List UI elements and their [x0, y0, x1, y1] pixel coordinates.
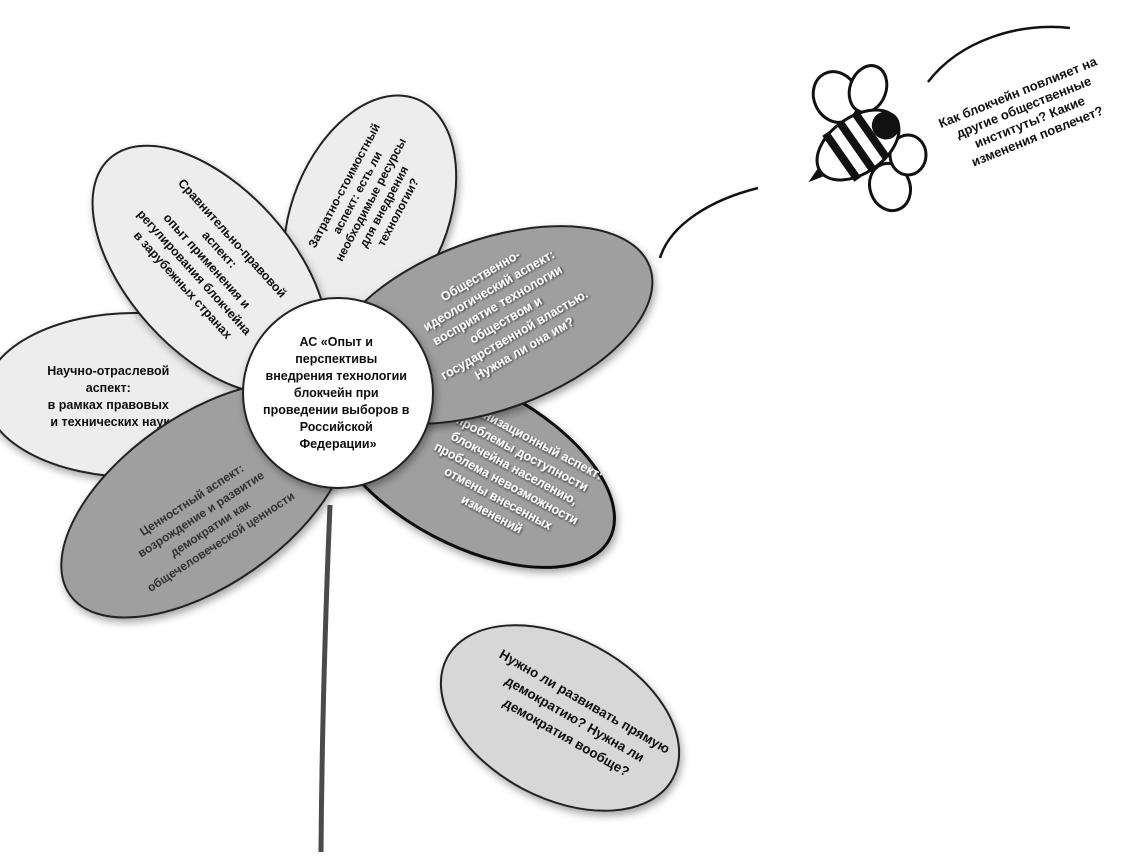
petal-science-line: аспект: [86, 381, 131, 395]
bee-question: Как блокчейн повлияет на другие обществе… [936, 52, 1120, 175]
petal-science-line: в рамках правовых [48, 398, 169, 412]
center-line: Российской [300, 420, 373, 434]
center-line: внедрения технологии [266, 369, 407, 383]
stem [321, 505, 330, 852]
question-bubble: Нужно ли развивать прямую демократию? Ну… [409, 587, 710, 848]
center-line: АС «Опыт и [300, 335, 373, 349]
center-line: проведении выборов в [263, 403, 410, 417]
center-line: перспективы [295, 352, 377, 366]
center-line: блокчейн при [294, 386, 379, 400]
petal-science-line: Научно-отраслевой [47, 364, 169, 378]
center-line: Федерации» [299, 437, 376, 451]
flower-center: АС «Опыт и перспективы внедрения техноло… [243, 298, 433, 488]
bee-icon [791, 60, 926, 216]
petal-science-line: и технических наук [50, 415, 170, 429]
bee-trail [660, 188, 758, 258]
